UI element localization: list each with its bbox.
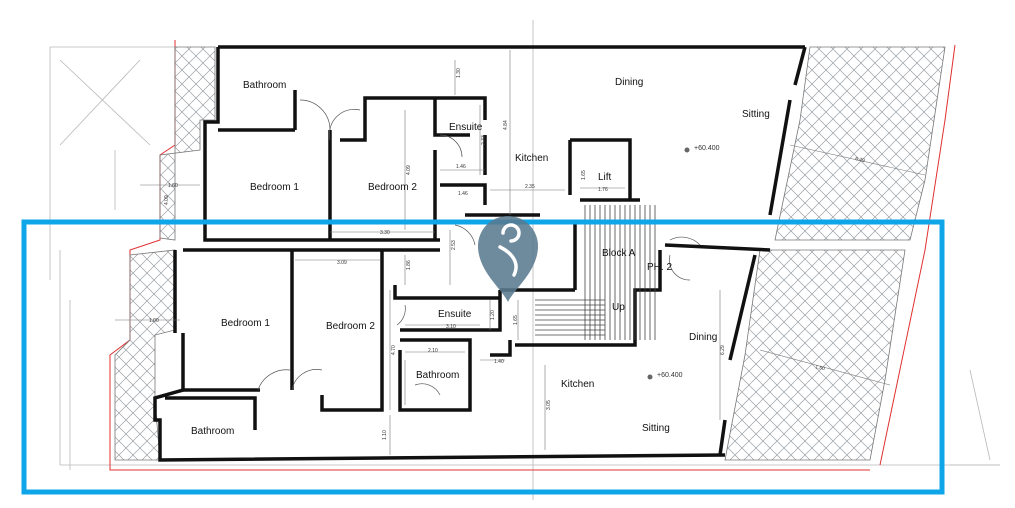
- level-marker-lower: [647, 374, 653, 380]
- dim-label: 1.20: [490, 310, 496, 320]
- room-label-block: Block A: [602, 248, 636, 259]
- dim-label: 1.65: [513, 315, 519, 325]
- dimension-lines: [115, 50, 926, 455]
- room-label-upper-lift: Lift: [598, 172, 612, 183]
- dim-label: 1.10: [382, 430, 388, 440]
- room-label-upper-dining: Dining: [615, 77, 643, 88]
- dim-label: 1.60: [168, 183, 178, 189]
- dim-label: 1.40: [494, 359, 504, 365]
- dim-label: 1.46: [456, 164, 466, 170]
- selection-highlight: [21, 219, 945, 495]
- walls: [153, 45, 807, 462]
- lower-floor-labels: Block A PH. 2 Up Bedroom 1 Bedroom 2 Ens…: [191, 248, 717, 437]
- dim-label: 1.86: [406, 260, 412, 270]
- room-label-upper-kitchen: Kitchen: [515, 153, 548, 164]
- room-label-lower-bedroom1: Bedroom 1: [221, 318, 270, 329]
- room-label-upper-ensuite: Ensuite: [449, 122, 483, 133]
- room-label-lower-ensuite: Ensuite: [438, 309, 472, 320]
- dim-label: 4.84: [503, 120, 509, 130]
- dim-label: 1.65: [581, 170, 587, 180]
- dim-label: 1.46: [458, 191, 468, 197]
- door-swings: [257, 99, 701, 396]
- room-label-lower-bathroom-2: Bathroom: [191, 426, 234, 437]
- dim-label: 2.53: [451, 240, 457, 250]
- room-label-lower-bathroom: Bathroom: [416, 370, 459, 381]
- hatched-areas: [114, 46, 946, 461]
- room-label-upper-sitting: Sitting: [742, 109, 770, 120]
- room-label-lower-sitting: Sitting: [642, 423, 670, 434]
- room-label-upper-bedroom2: Bedroom 2: [368, 182, 417, 193]
- room-label-ph: PH. 2: [647, 262, 672, 273]
- dim-label: 6.29: [720, 345, 726, 355]
- dim-label: 1.00: [149, 318, 159, 324]
- room-label-upper-bathroom: Bathroom: [243, 80, 286, 91]
- location-pin-icon[interactable]: [478, 216, 538, 302]
- dim-label: 4.09: [164, 195, 170, 205]
- dim-label: 3.30: [380, 230, 390, 236]
- room-label-lower-dining: Dining: [689, 332, 717, 343]
- dim-label: 4.09: [406, 165, 412, 175]
- upper-floor-dimensions: 1.30 4.84 2.33 4.09 1.46 1.46 2.35 1.65 …: [164, 68, 866, 250]
- room-label-lower-bedroom2: Bedroom 2: [326, 321, 375, 332]
- site-boundary: [109, 40, 956, 471]
- level-label-upper: +60.400: [694, 145, 720, 152]
- upper-floor-labels: Bathroom Bedroom 1 Bedroom 2 Ensuite Kit…: [243, 77, 770, 193]
- dim-label: 2.33: [481, 135, 487, 145]
- lower-floor-dimensions: 3.09 1.86 4.70 3.10 1.20 2.10 1.40 3.05 …: [149, 260, 826, 440]
- level-label-lower: +60.400: [657, 372, 683, 379]
- dim-label: 3.05: [546, 400, 552, 410]
- dim-label: 6.29: [855, 156, 866, 164]
- dim-label: 3.09: [337, 260, 347, 266]
- room-label-up: Up: [612, 302, 625, 313]
- dim-label: 1.30: [456, 68, 462, 78]
- room-label-upper-bedroom1: Bedroom 1: [250, 182, 299, 193]
- room-label-lower-kitchen: Kitchen: [561, 379, 594, 390]
- dim-label: 2.35: [525, 184, 535, 190]
- dim-label: 1.76: [598, 187, 608, 193]
- dim-label: 4.70: [391, 345, 397, 355]
- dim-label: 1.50: [815, 364, 826, 372]
- dim-label: 2.10: [428, 348, 438, 354]
- dim-label: 3.10: [446, 324, 456, 330]
- stairs: [535, 205, 656, 340]
- level-marker-upper: [684, 147, 690, 153]
